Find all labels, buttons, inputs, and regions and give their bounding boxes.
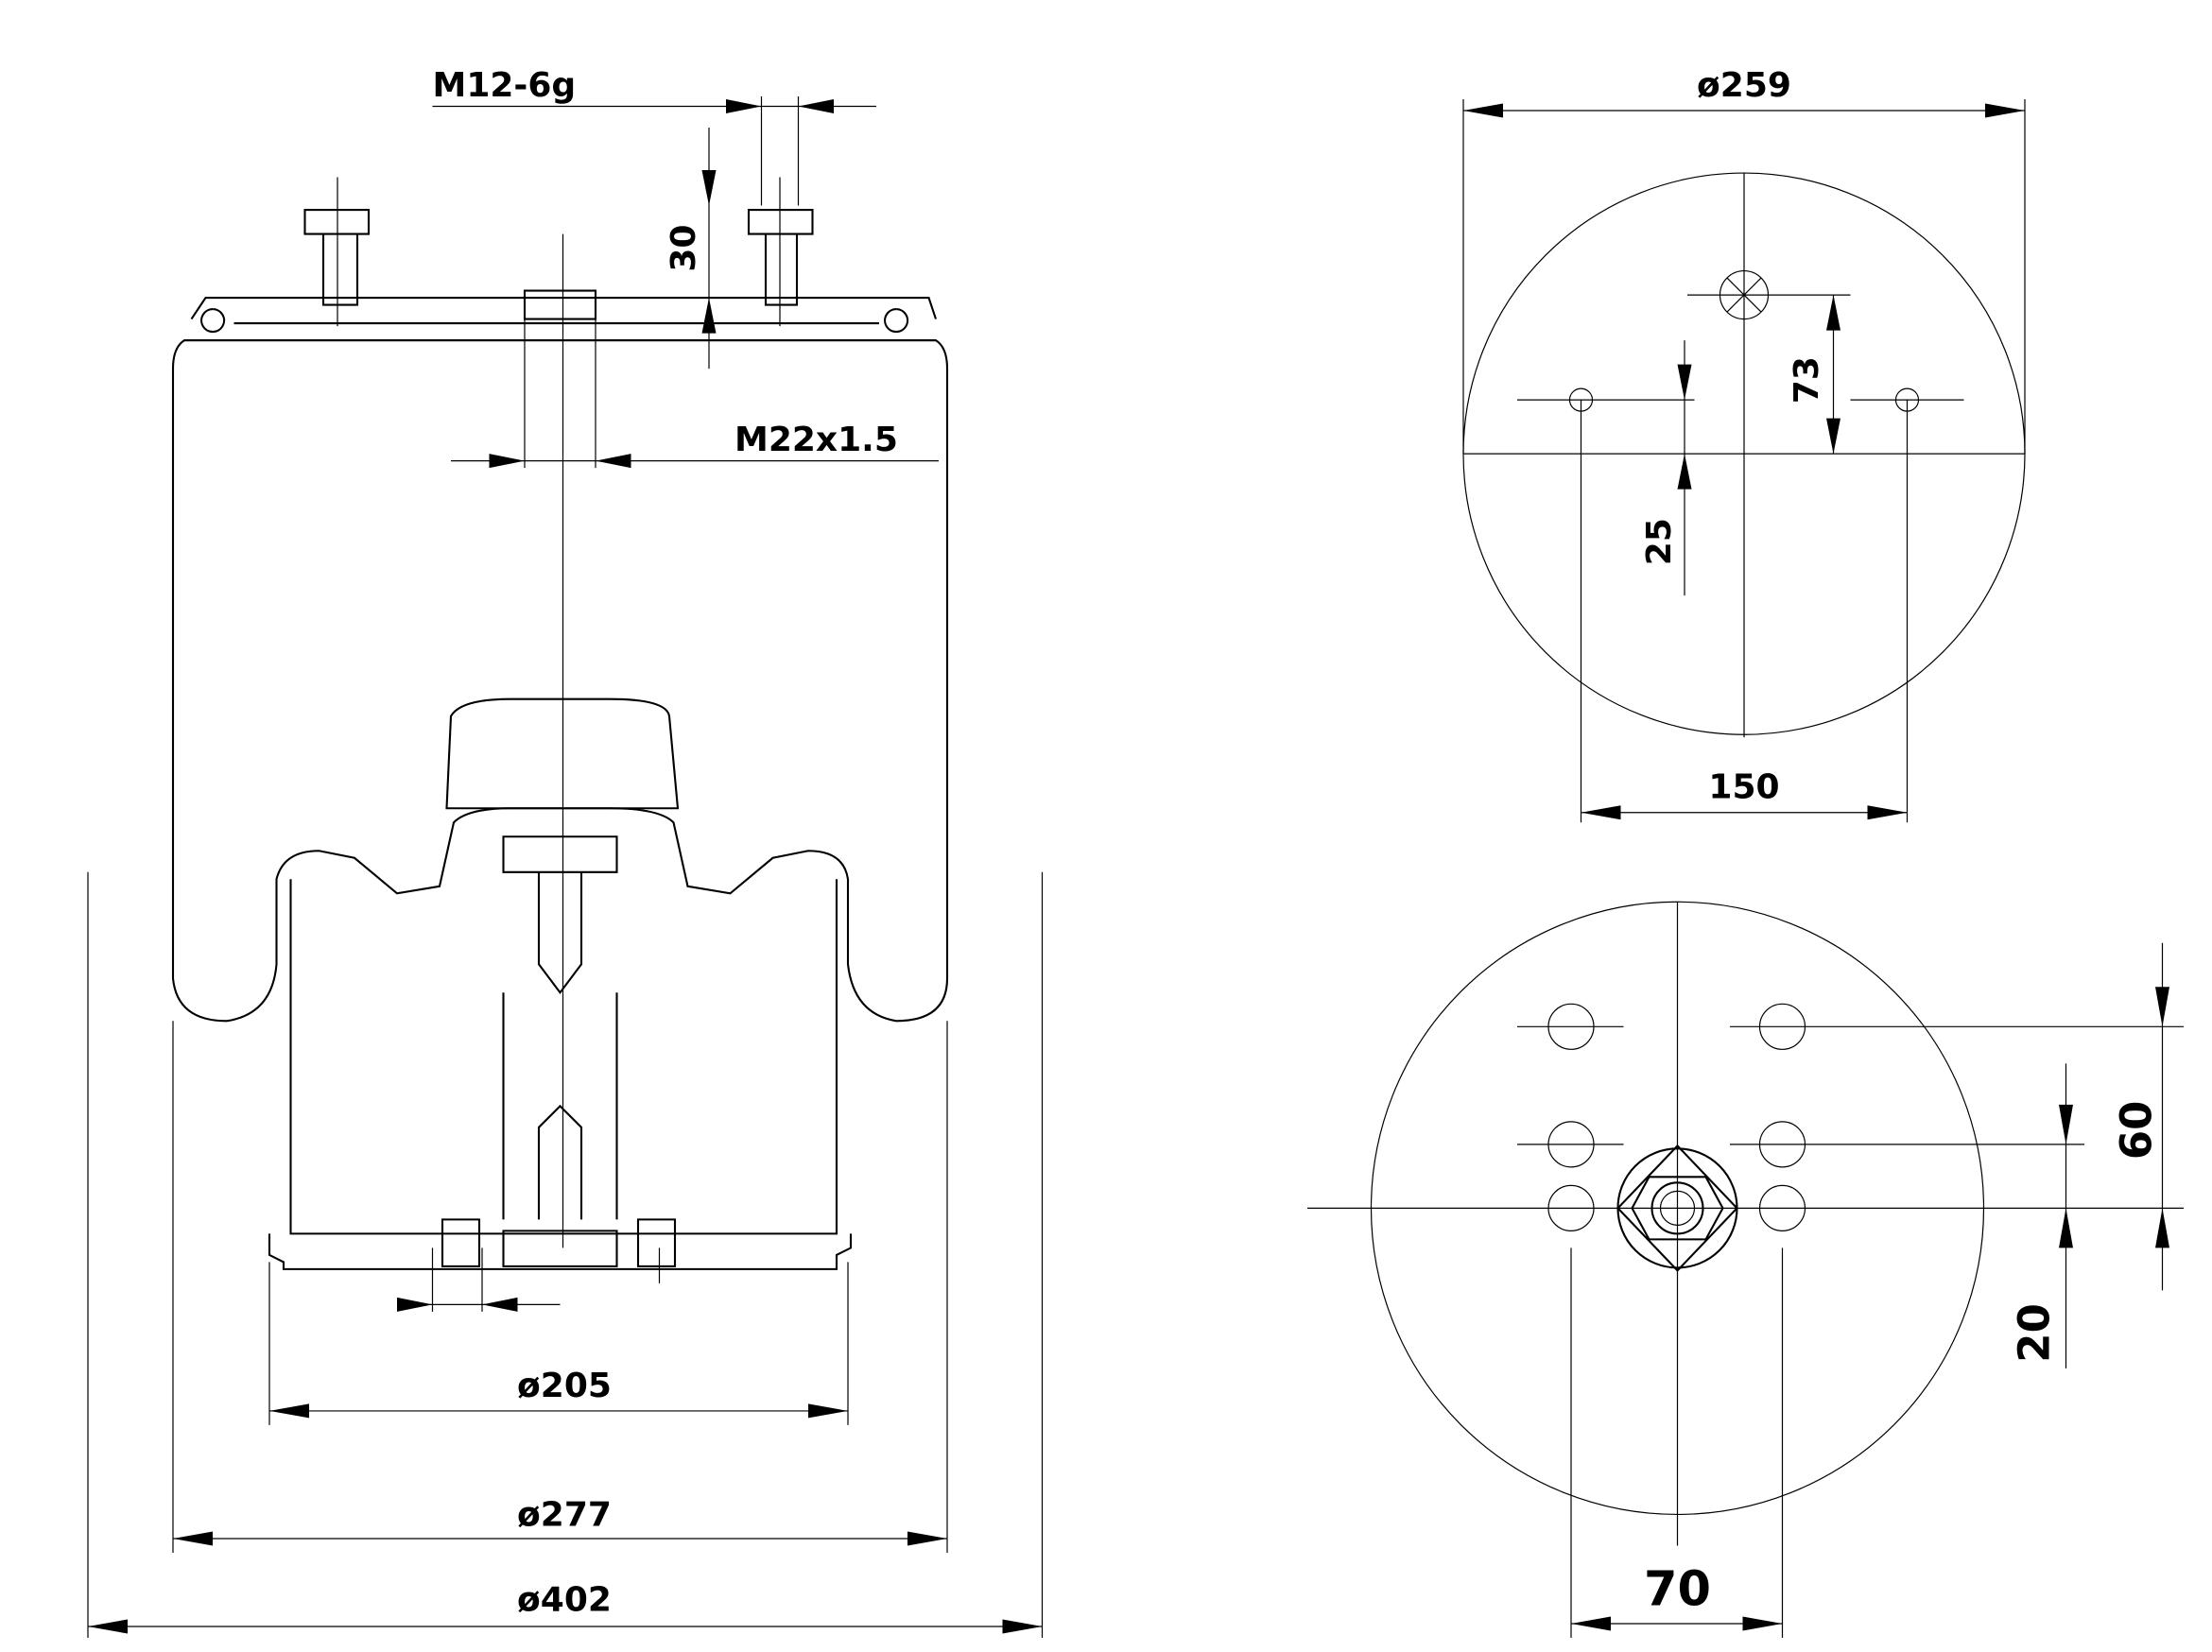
bottom-view: 70 60 20 bbox=[1307, 901, 2184, 1638]
label-center-thread: M22x1.5 bbox=[734, 421, 898, 459]
label-hole-spacing-y: 60 bbox=[2112, 1101, 2162, 1161]
top-view: ø259 150 73 25 bbox=[1462, 66, 2026, 823]
label-max-diameter: ø402 bbox=[517, 1580, 612, 1619]
label-piston-diameter: ø205 bbox=[517, 1367, 612, 1405]
label-hole-spacing: 150 bbox=[1708, 768, 1779, 807]
label-hole-offset: 25 bbox=[1640, 518, 1679, 565]
label-bellow-diameter: ø277 bbox=[517, 1495, 612, 1534]
label-center-offset: 73 bbox=[1788, 356, 1826, 404]
label-bolt-thread: M12-6g bbox=[433, 66, 577, 105]
label-bottom-hole-offset: 20 bbox=[2010, 1303, 2060, 1363]
label-hole-spacing-x: 70 bbox=[1644, 1561, 1711, 1617]
side-view: M12-6g 30 M22x1.5 ø205 ø277 ø402 bbox=[87, 66, 1044, 1638]
label-plate-diameter: ø259 bbox=[1697, 66, 1791, 105]
label-bolt-height: 30 bbox=[665, 225, 703, 272]
